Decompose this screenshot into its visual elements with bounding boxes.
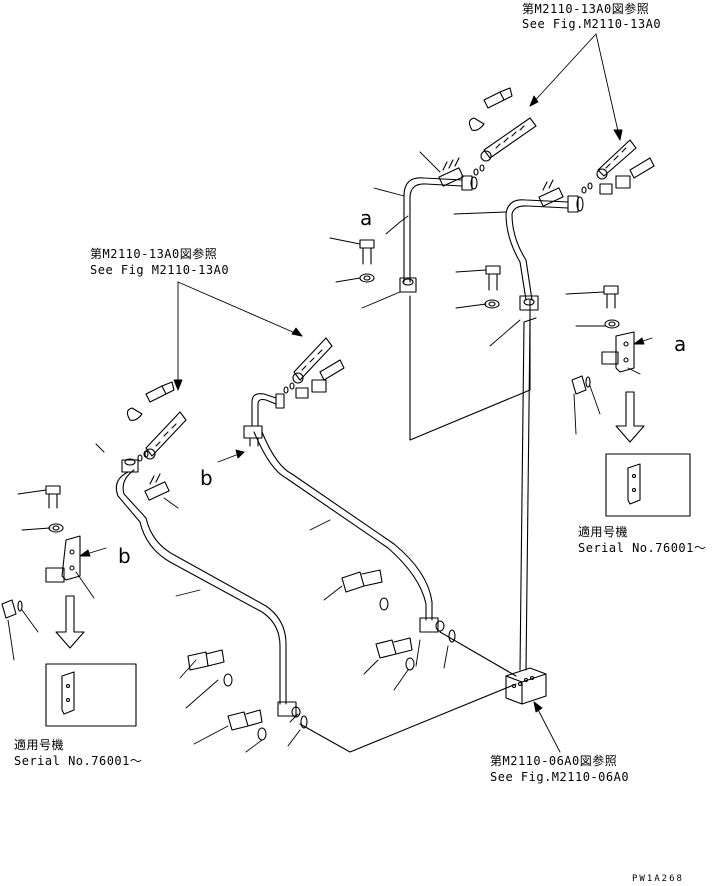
connecting-pipes	[410, 296, 536, 670]
left-hose-mid	[244, 394, 444, 632]
ref-left-en: See Fig M2110-13A0	[90, 263, 230, 277]
clamp-upper-1	[439, 158, 463, 186]
nut-left	[2, 600, 22, 618]
drawing-code: PW1A268	[632, 874, 684, 884]
bolt-lower-4	[228, 710, 307, 740]
callout-a-upper: a	[360, 206, 373, 230]
detail-box-left	[46, 664, 136, 726]
bolt-lower-3	[188, 650, 232, 686]
ref-left-jp: 第M2110-13A0図参照	[90, 247, 218, 261]
manifold-block	[506, 668, 546, 704]
bolt-b-upper	[485, 266, 500, 308]
clamp-left-1	[145, 474, 169, 500]
o-rings-upper	[474, 165, 592, 193]
serial-right-jp: 適用号機	[578, 525, 629, 539]
clamp-upper-2	[539, 180, 563, 206]
nut-right	[572, 376, 590, 394]
serial-right-en: Serial No.76001～	[578, 541, 707, 555]
ref-top-right-jp: 第M2110-13A0図参照	[522, 2, 650, 16]
callout-a-right: a	[674, 332, 687, 356]
o-rings-left	[138, 383, 294, 461]
nuts-top-2	[600, 158, 654, 194]
left-hose-long	[116, 459, 300, 717]
detail-box-right	[606, 454, 690, 516]
bracket-left	[46, 536, 80, 582]
callout-b-left: b	[118, 544, 132, 568]
upper-right-hose-b	[506, 196, 583, 310]
nuts-left-2	[296, 360, 344, 398]
hose-end-left-2	[292, 338, 332, 384]
ref-bottom-jp: 第M2110-06A0図参照	[490, 754, 618, 768]
serial-left-en: Serial No.76001～	[14, 754, 143, 768]
arrow-detail-left	[56, 596, 84, 648]
bolt-lower-1	[342, 570, 388, 610]
arrow-detail-right	[616, 392, 644, 442]
bracket-right	[602, 332, 634, 372]
ref-top-right-en: See Fig.M2110-13A0	[522, 17, 662, 31]
serial-left-jp: 適用号機	[14, 738, 65, 752]
bolt-lower-2	[376, 630, 455, 670]
hose-end-top-2	[596, 140, 636, 180]
ref-bottom-en: See Fig.M2110-06A0	[490, 770, 630, 784]
callout-b-mid: b	[200, 466, 214, 490]
hose-end-top-1	[480, 118, 536, 162]
bolts-left-1	[127, 382, 174, 420]
upper-right-hose-a	[400, 176, 477, 292]
bolt-a-upper	[360, 240, 374, 282]
leader-lines	[8, 34, 652, 752]
bolt-left-bracket	[46, 486, 63, 532]
lower-routing	[300, 632, 516, 752]
hose-end-left-1	[144, 412, 186, 460]
bolt-right-bracket	[604, 286, 619, 328]
bolts-top-1	[469, 88, 512, 130]
